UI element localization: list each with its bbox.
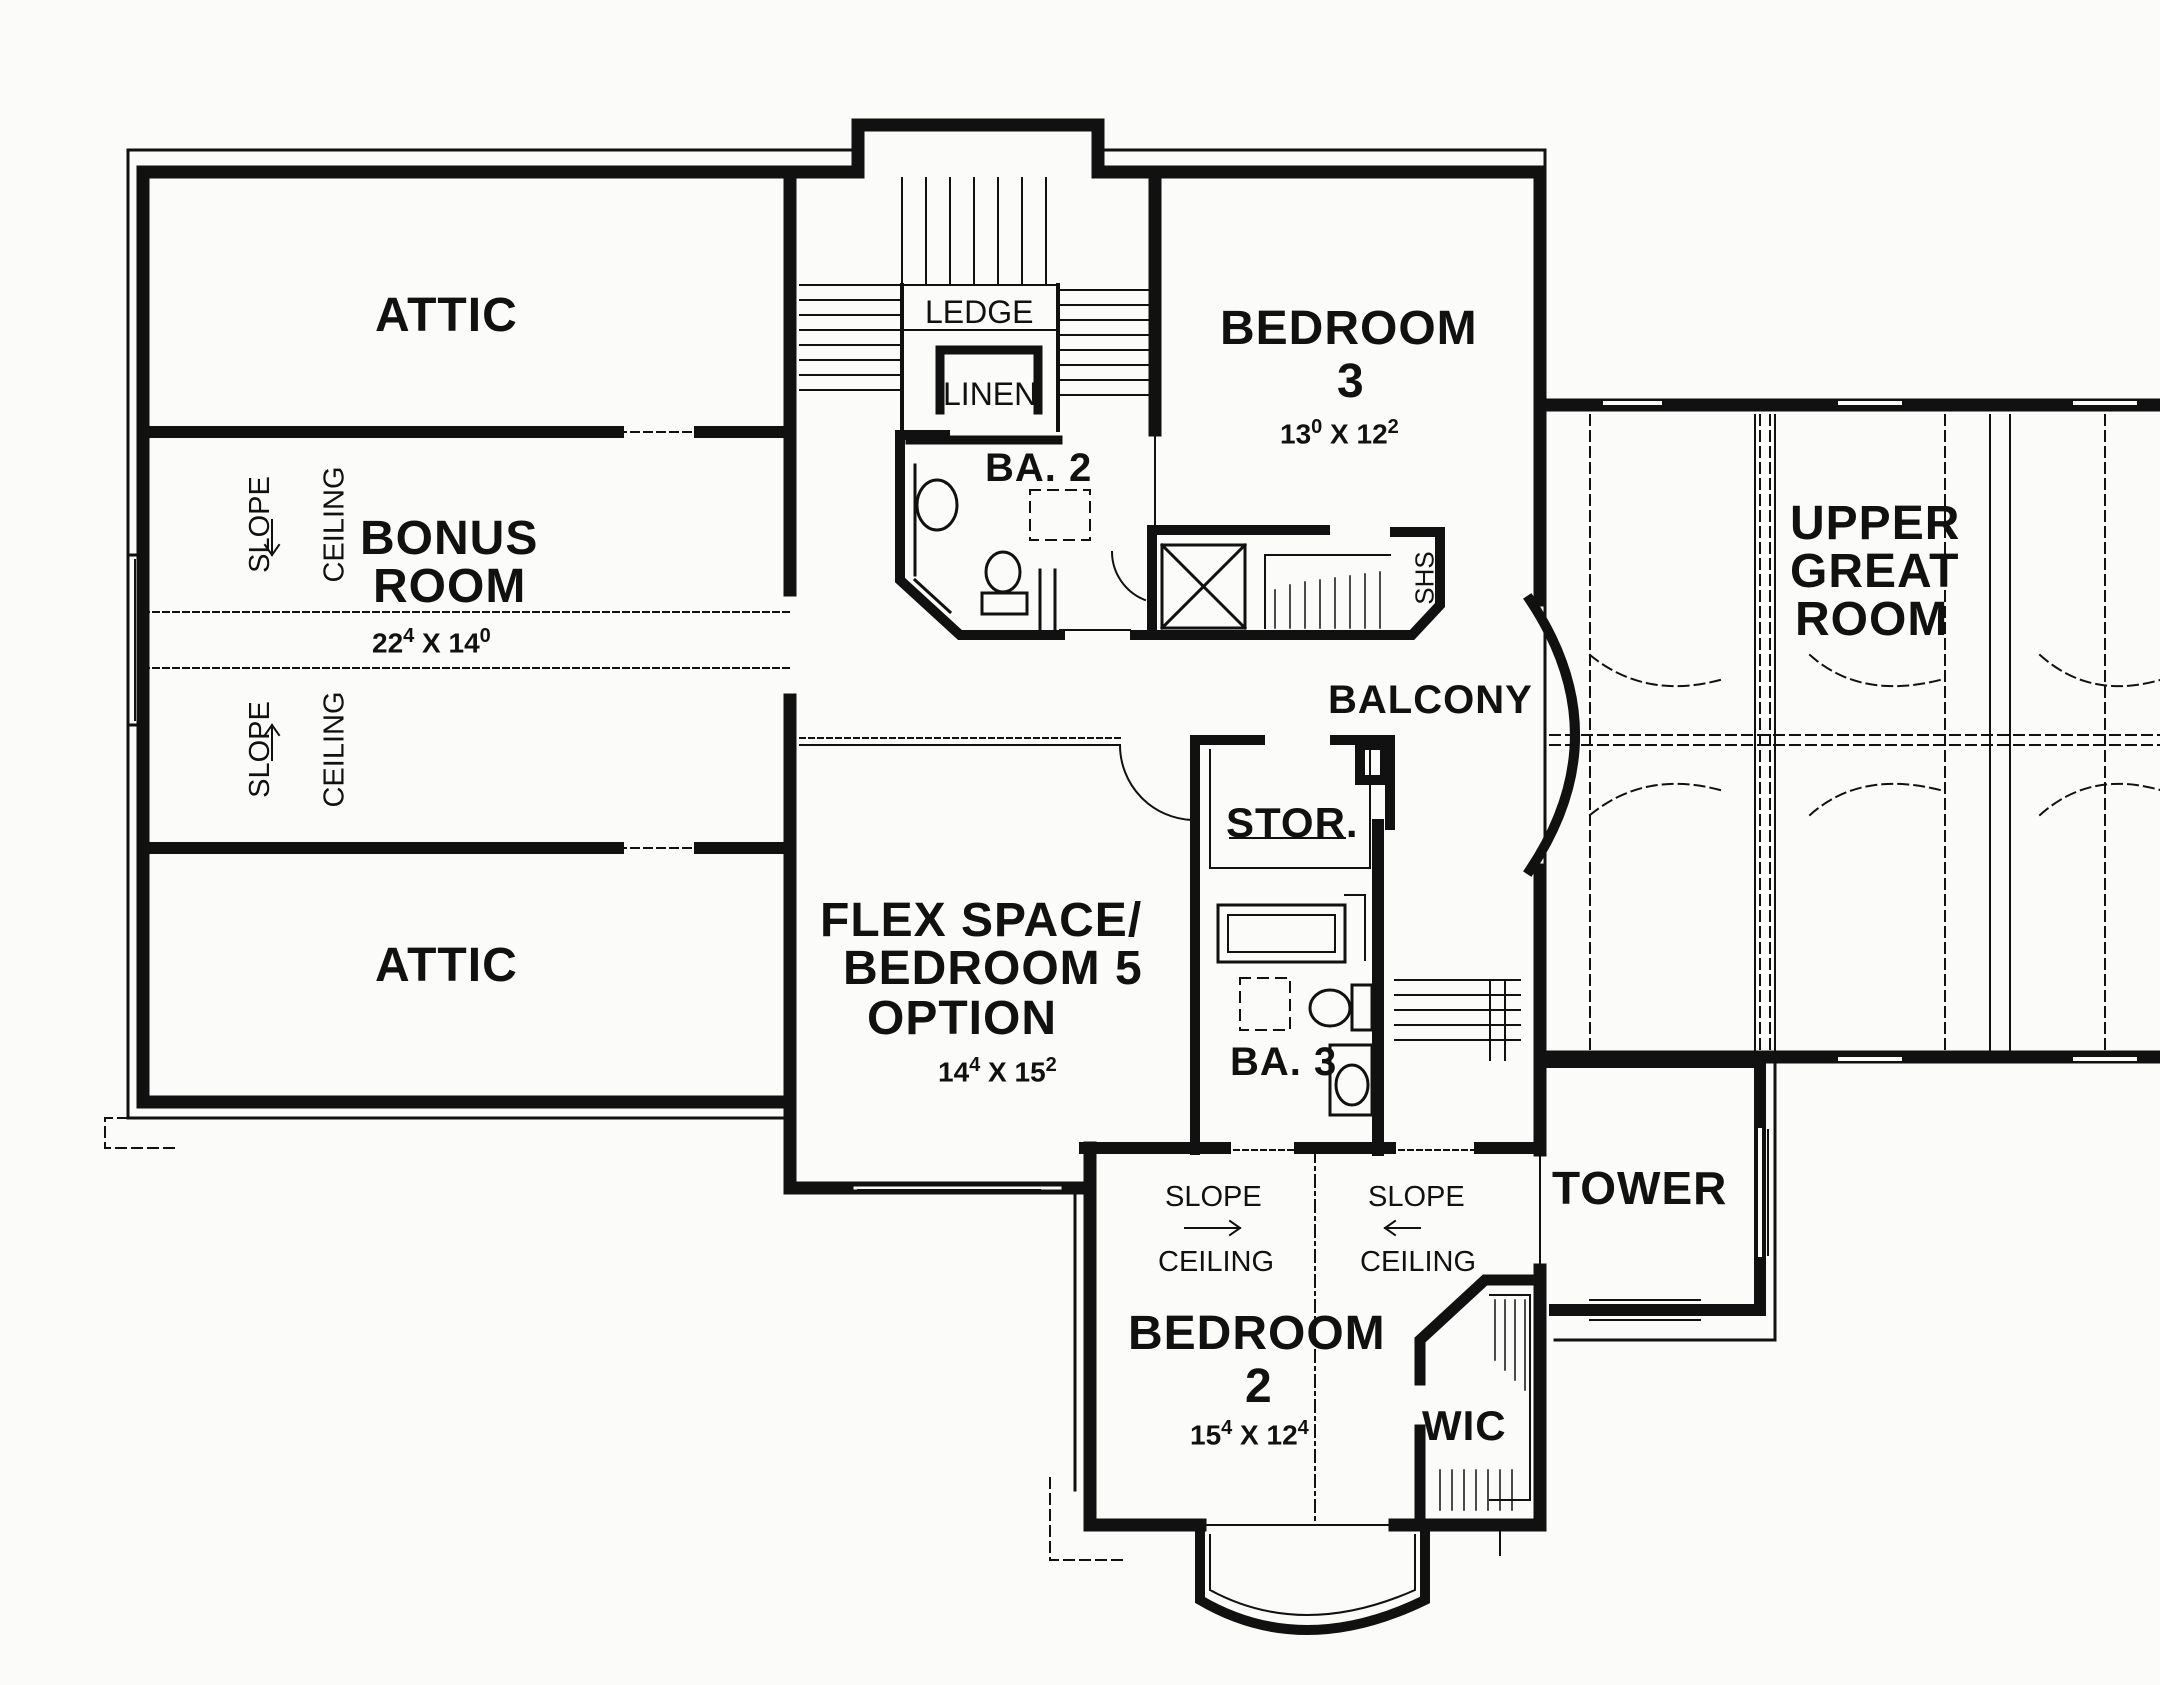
bedroom2-dimensions: 154 X 124 xyxy=(1190,1417,1309,1451)
bonus-room-label-line1: BONUS xyxy=(360,512,539,565)
attic-bottom-label: ATTIC xyxy=(375,939,518,992)
flex-space-dimensions: 144 X 152 xyxy=(938,1054,1057,1088)
balcony-label: BALCONY xyxy=(1328,678,1533,722)
upper-great-room-label-line2: GREAT xyxy=(1790,545,1960,598)
bonus-slope-note-bottom: SLOPE xyxy=(243,701,276,798)
bay-window xyxy=(1195,1530,1430,1635)
bedroom3-label-line2: 3 xyxy=(1337,355,1365,408)
wall-shower xyxy=(1130,525,1445,640)
bonus-slope-note-top-1: SLOPE xyxy=(243,476,276,573)
upper-great-room-label-line3: ROOM xyxy=(1795,593,1949,646)
bonus-ceiling-note-top-1: CEILING xyxy=(318,466,351,583)
exterior-outline xyxy=(126,120,1547,1117)
flex-space-label-line2: BEDROOM 5 xyxy=(843,942,1143,995)
bedroom2-label-line2: 2 xyxy=(1245,1360,1273,1413)
bedroom2-ceiling-note-left: CEILING xyxy=(1158,1246,1275,1278)
bedroom2-label-line1: BEDROOM xyxy=(1128,1307,1386,1360)
wall-bath2 xyxy=(895,430,1065,640)
upper-great-room-label-line1: UPPER xyxy=(1790,497,1961,550)
ledge-label: LEDGE xyxy=(925,294,1034,330)
bonus-room-label-line2: ROOM xyxy=(373,560,527,613)
wall-wic xyxy=(1414,1274,1546,1526)
bonus-room-dimensions: 2204 X 140 xyxy=(372,625,491,659)
bedroom3-label-line1: BEDROOM xyxy=(1220,302,1478,355)
flex-space-label-line3: OPTION xyxy=(867,992,1058,1045)
bath2-label: BA. 2 xyxy=(985,446,1093,490)
wall-linen xyxy=(905,345,1063,445)
wall-bedroom2-left xyxy=(1083,1141,1207,1532)
bedroom2-slope-note-right: SLOPE xyxy=(1368,1181,1465,1213)
wall-left-block xyxy=(136,165,795,1109)
wall-bedroom2-right xyxy=(1388,1263,1547,1532)
wall-stor xyxy=(1190,735,1395,1155)
bath3-label: BA. 3 xyxy=(1230,1040,1338,1084)
linen-label: LINEN xyxy=(943,376,1038,412)
wic-label: WIC xyxy=(1422,1402,1507,1449)
stor-label: STOR. xyxy=(1226,799,1359,846)
bedroom2-ceiling-note-right: CEILING xyxy=(1360,1246,1477,1278)
bonus-ceiling-note-bottom: CEILING xyxy=(318,691,351,808)
attic-top-label: ATTIC xyxy=(375,289,518,342)
tower-label: TOWER xyxy=(1552,1162,1728,1214)
flex-space-label-line1: FLEX SPACE/ xyxy=(820,894,1143,947)
bedroom2-slope-note-left: SLOPE xyxy=(1165,1181,1262,1213)
shs-label: SHS xyxy=(1409,551,1440,605)
bedroom3-dimensions: 130 X 122 xyxy=(1280,416,1399,450)
